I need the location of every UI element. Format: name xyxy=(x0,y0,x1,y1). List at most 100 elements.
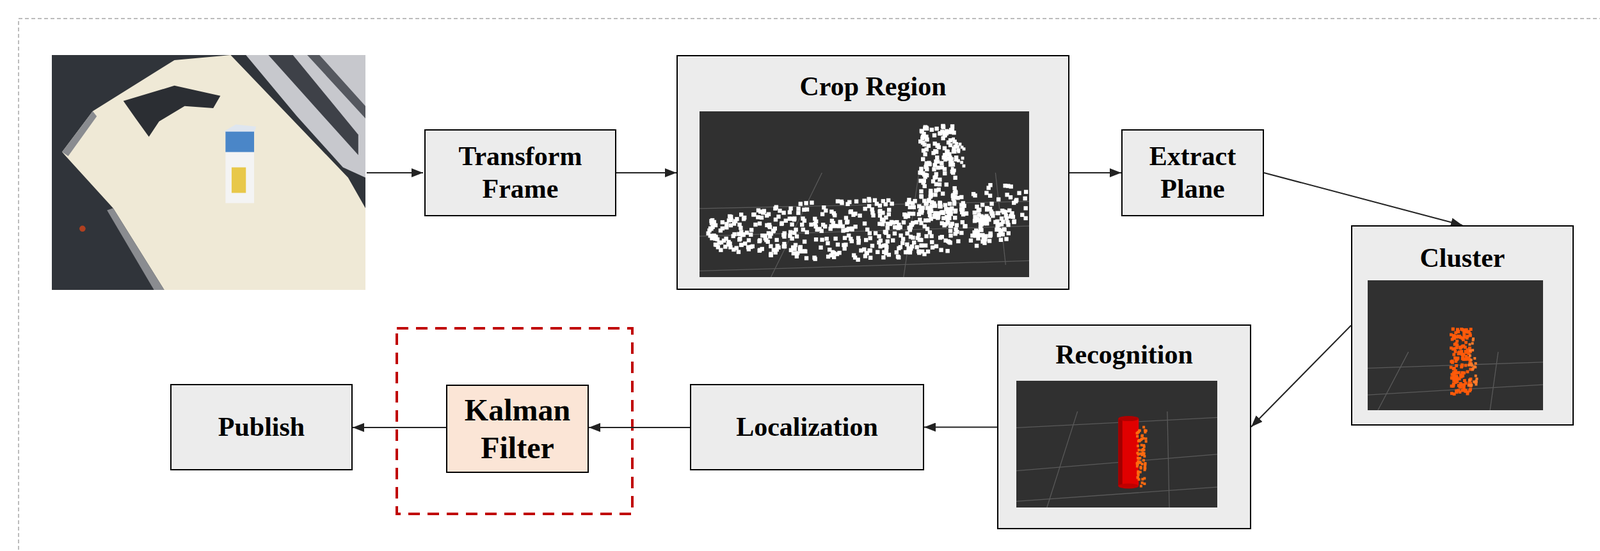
cluster-point xyxy=(1468,389,1472,393)
point-cloud-point xyxy=(963,211,968,216)
point-cloud-point xyxy=(792,247,797,251)
point-cloud-point xyxy=(950,156,954,160)
point-cloud-point xyxy=(829,253,834,258)
point-cloud-point xyxy=(920,249,925,254)
point-cloud-point xyxy=(937,182,942,187)
point-cloud-point xyxy=(933,163,937,168)
point-cloud-point xyxy=(1022,196,1027,201)
cluster-point xyxy=(1457,352,1461,356)
point-cloud-point xyxy=(724,222,729,226)
point-cloud-point xyxy=(793,243,798,248)
point-cloud-point xyxy=(865,250,870,255)
cluster-point xyxy=(1143,428,1147,432)
point-cloud-point xyxy=(881,199,886,203)
point-cloud-point xyxy=(795,250,800,255)
cluster-point xyxy=(1451,376,1455,380)
point-cloud-point xyxy=(952,215,957,220)
point-cloud-point xyxy=(1023,216,1028,221)
point-cloud-point xyxy=(1008,195,1013,200)
point-cloud-point xyxy=(922,178,927,183)
stage-panel: Cluster xyxy=(1351,225,1574,426)
point-cloud-point xyxy=(911,211,916,216)
point-cloud-point xyxy=(954,229,959,234)
point-cloud-point xyxy=(720,220,725,224)
grid-line xyxy=(1047,411,1078,508)
point-cloud-point xyxy=(788,206,793,211)
point-cloud-point xyxy=(781,210,786,215)
point-cloud-point xyxy=(741,232,745,237)
point-cloud-point xyxy=(912,199,917,203)
point-cloud-point xyxy=(952,186,957,191)
point-cloud-point xyxy=(773,226,777,231)
point-cloud-point xyxy=(908,227,912,232)
point-cloud-point xyxy=(781,232,786,237)
point-cloud-point xyxy=(954,223,959,228)
point-cloud-point xyxy=(832,213,837,217)
grid-line xyxy=(903,172,920,278)
point-cloud-point xyxy=(933,149,937,153)
point-cloud-point xyxy=(972,193,977,198)
point-cloud-point xyxy=(777,208,782,213)
point-cloud-point xyxy=(878,213,882,218)
cluster-point xyxy=(1136,472,1140,475)
cluster-point xyxy=(1466,357,1470,361)
point-cloud-point xyxy=(774,204,779,209)
cluster-point xyxy=(1141,434,1144,438)
point-cloud-point xyxy=(894,250,899,255)
flow-arrow xyxy=(1069,172,1122,174)
outer-frame xyxy=(18,18,1600,551)
point-cloud-point xyxy=(914,245,919,249)
cluster-point xyxy=(1455,375,1459,379)
point-cloud-point xyxy=(986,217,991,222)
box-label: Publish xyxy=(218,410,305,444)
point-cloud-point xyxy=(930,245,935,250)
point-cloud-point xyxy=(978,227,983,232)
point-cloud-point xyxy=(997,232,1001,237)
cluster-point xyxy=(1453,370,1457,374)
point-cloud-point xyxy=(919,194,924,199)
process-box: Extract Plane xyxy=(1121,129,1264,217)
point-cloud-point xyxy=(924,234,928,239)
point-cloud-point xyxy=(1004,236,1008,241)
point-cloud-point xyxy=(820,211,825,216)
point-cloud-point xyxy=(875,250,880,255)
cluster-point xyxy=(1475,377,1479,381)
cluster-point xyxy=(1456,330,1460,334)
point-cloud-point xyxy=(884,229,889,234)
point-cloud-point xyxy=(841,243,846,248)
point-cloud-point xyxy=(920,156,925,161)
point-cloud-point xyxy=(962,224,967,228)
point-cloud-point xyxy=(1024,190,1028,194)
box-label: Kalman Filter xyxy=(456,391,579,467)
point-cloud-point xyxy=(912,240,916,245)
cylinder-bottom xyxy=(1118,483,1139,489)
cluster-point xyxy=(1143,451,1146,455)
point-cloud-point xyxy=(988,206,992,211)
point-cloud-point xyxy=(948,129,953,134)
photo-table-edge xyxy=(106,208,164,290)
point-cloud-point xyxy=(787,233,792,238)
cluster-point xyxy=(1143,476,1146,480)
point-cloud-point xyxy=(857,213,862,218)
cluster-point xyxy=(1461,389,1465,393)
point-cloud-point xyxy=(846,233,851,238)
point-cloud-point xyxy=(928,213,932,217)
point-cloud-point xyxy=(844,220,849,224)
point-cloud-point xyxy=(979,214,984,219)
point-cloud-point xyxy=(870,243,875,248)
point-cloud-point xyxy=(936,187,941,192)
point-cloud-point xyxy=(964,211,969,216)
point-cloud-point xyxy=(827,247,832,252)
point-cloud-point xyxy=(796,210,800,215)
point-cloud-point xyxy=(955,195,960,200)
cluster-point xyxy=(1461,337,1465,342)
point-cloud-point xyxy=(743,241,747,246)
cluster-point xyxy=(1450,391,1454,395)
point-cloud-point xyxy=(928,193,933,198)
point-cloud-point xyxy=(996,197,1001,201)
cluster-point xyxy=(1454,364,1458,368)
process-box: Publish xyxy=(170,384,353,471)
cluster-point xyxy=(1471,368,1474,371)
cluster-point xyxy=(1139,485,1143,488)
point-cloud-point xyxy=(922,152,927,157)
